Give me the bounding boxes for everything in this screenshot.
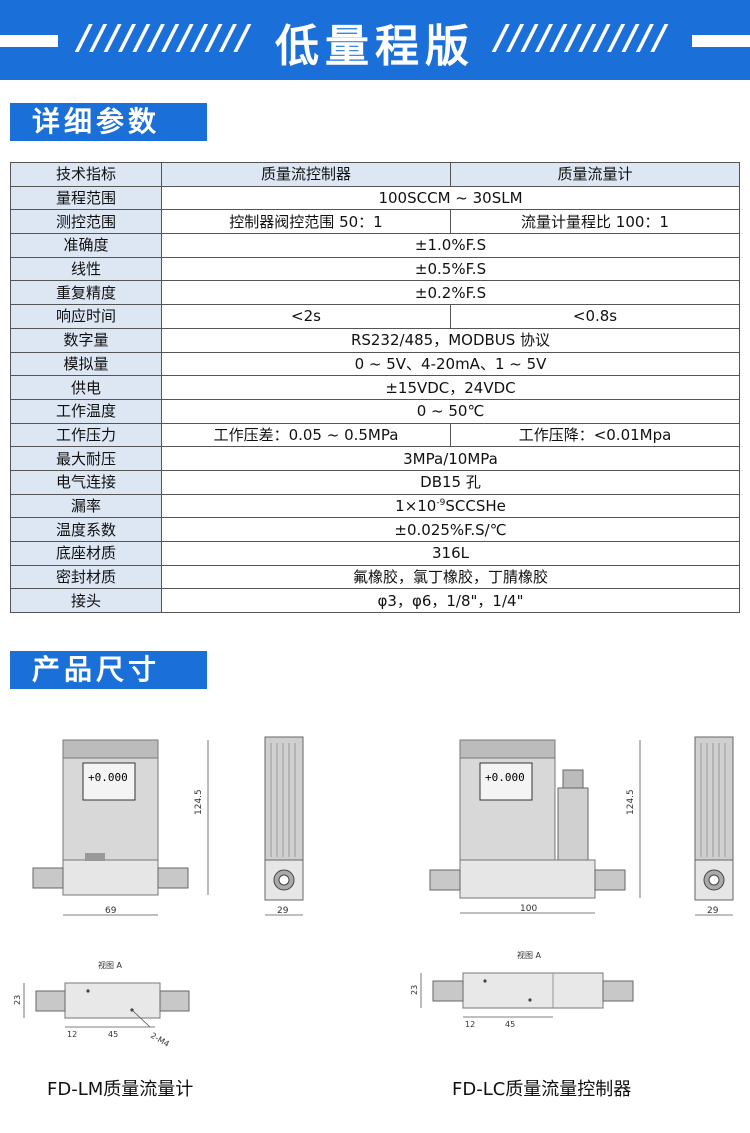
row-value: φ3，φ6，1/8"，1/4" bbox=[161, 588, 740, 614]
table-row: 响应时间<2s<0.8s bbox=[10, 304, 740, 329]
row-value: ±1.0%F.S bbox=[161, 233, 740, 258]
header-cell: 质量流控制器 bbox=[161, 162, 451, 187]
lm-side-view: 29 bbox=[264, 736, 304, 916]
row-value-meter: <0.8s bbox=[450, 304, 740, 329]
lm-display-text: +0.000 bbox=[88, 771, 128, 784]
row-value: 100SCCM ~ 30SLM bbox=[161, 185, 740, 211]
row-value: ±0.025%F.S/℃ bbox=[161, 517, 740, 542]
row-label: 测控范围 bbox=[10, 209, 162, 235]
header-cell: 技术指标 bbox=[10, 162, 162, 187]
row-value-controller: <2s bbox=[161, 304, 451, 329]
row-label: 响应时间 bbox=[10, 304, 162, 329]
row-value: 氟橡胶，氯丁橡胶，丁腈橡胶 bbox=[161, 564, 740, 590]
table-row: 温度系数±0.025%F.S/℃ bbox=[10, 517, 740, 542]
banner-bar-right bbox=[692, 35, 750, 47]
row-value-meter: 工作压降：<0.01Mpa bbox=[450, 422, 740, 448]
row-label: 量程范围 bbox=[10, 185, 162, 211]
row-label: 温度系数 bbox=[10, 517, 162, 542]
header-cell: 质量流量计 bbox=[450, 162, 740, 187]
row-value: 0 ~ 50℃ bbox=[161, 398, 740, 424]
lm-view-hole-dim: 2-M4 bbox=[149, 1031, 171, 1049]
row-value: 3MPa/10MPa bbox=[161, 446, 740, 471]
row-label: 电气连接 bbox=[10, 469, 162, 495]
lm-side-width-dim: 29 bbox=[277, 906, 289, 916]
row-label: 重复精度 bbox=[10, 280, 162, 306]
lc-caption: FD-LC质量流量控制器 bbox=[452, 1079, 632, 1100]
row-label: 密封材质 bbox=[10, 564, 162, 590]
lc-view-a: 视图 A 23 12 45 bbox=[410, 950, 634, 1029]
row-value-controller: 控制器阀控范围 50：1 bbox=[161, 209, 451, 235]
row-label: 工作压力 bbox=[10, 422, 162, 448]
lc-height-dim: 124.5 bbox=[626, 789, 636, 815]
row-label: 数字量 bbox=[10, 327, 162, 353]
section-title-params: 详细参数 bbox=[10, 103, 207, 141]
lc-view-label: 视图 A bbox=[517, 950, 542, 960]
table-row: 供电±15VDC，24VDC bbox=[10, 375, 740, 400]
row-label: 线性 bbox=[10, 256, 162, 282]
row-value: RS232/485，MODBUS 协议 bbox=[161, 327, 740, 353]
row-value: ±15VDC，24VDC bbox=[161, 375, 740, 400]
row-label: 模拟量 bbox=[10, 351, 162, 377]
row-value: DB15 孔 bbox=[161, 469, 740, 495]
lm-view-a: 视图 A 23 12 45 2-M4 bbox=[13, 960, 190, 1049]
lm-view-height-dim: 23 bbox=[13, 995, 22, 1005]
row-value: 0 ~ 5V、4-20mA、1 ~ 5V bbox=[161, 351, 740, 377]
row-value: ±0.5%F.S bbox=[161, 256, 740, 282]
banner-slashes-right: //////////// bbox=[495, 18, 669, 58]
leak-rate-exponent: -9 bbox=[436, 497, 446, 508]
table-row: 准确度±1.0%F.S bbox=[10, 233, 740, 258]
table-row: 重复精度±0.2%F.S bbox=[10, 280, 740, 306]
row-value-controller: 工作压差：0.05 ~ 0.5MPa bbox=[161, 422, 451, 448]
lc-view-offset-dim: 12 bbox=[465, 1020, 475, 1029]
page-title: 低量程版 bbox=[275, 21, 475, 72]
lc-width-dim: 100 bbox=[520, 904, 537, 914]
lm-view-span-dim: 45 bbox=[108, 1030, 118, 1039]
lm-height-dim: 124.5 bbox=[194, 789, 204, 815]
row-value-leak-rate: 1×10-9SCCSHe bbox=[161, 493, 740, 519]
leak-rate-unit: SCCSHe bbox=[445, 496, 506, 515]
banner-slashes-left: //////////// bbox=[78, 18, 252, 58]
leak-rate-base: 1×10 bbox=[395, 496, 437, 515]
row-label: 接头 bbox=[10, 588, 162, 614]
lm-caption: FD-LM质量流量计 bbox=[47, 1079, 194, 1100]
table-header-row: 技术指标 质量流控制器 质量流量计 bbox=[10, 162, 740, 187]
table-row: 线性±0.5%F.S bbox=[10, 256, 740, 282]
lc-side-view: 29 bbox=[694, 736, 734, 916]
row-label: 供电 bbox=[10, 375, 162, 400]
lm-width-dim: 69 bbox=[105, 906, 117, 916]
lm-front-view: +0.000 124.5 69 bbox=[32, 739, 209, 916]
row-value: 316L bbox=[161, 541, 740, 566]
lc-view-height-dim: 23 bbox=[410, 985, 419, 995]
top-banner: //////////// 低量程版 //////////// bbox=[0, 0, 750, 80]
row-label: 最大耐压 bbox=[10, 446, 162, 471]
lm-view-offset-dim: 12 bbox=[67, 1030, 77, 1039]
lc-display-text: +0.000 bbox=[485, 771, 525, 784]
lc-front-view: +0.000 124.5 100 bbox=[429, 739, 641, 914]
row-value: ±0.2%F.S bbox=[161, 280, 740, 306]
lm-view-label: 视图 A bbox=[98, 960, 123, 970]
row-label: 漏率 bbox=[10, 493, 162, 519]
banner-bar-left bbox=[0, 35, 58, 47]
lc-view-span-dim: 45 bbox=[505, 1020, 515, 1029]
row-label: 准确度 bbox=[10, 233, 162, 258]
section-title-dims: 产品尺寸 bbox=[10, 651, 207, 689]
row-value-meter: 流量计量程比 100：1 bbox=[450, 209, 740, 235]
lc-side-width-dim: 29 bbox=[707, 906, 719, 916]
row-label: 底座材质 bbox=[10, 541, 162, 566]
table-row: 密封材质氟橡胶，氯丁橡胶，丁腈橡胶 bbox=[10, 564, 740, 590]
row-label: 工作温度 bbox=[10, 398, 162, 424]
